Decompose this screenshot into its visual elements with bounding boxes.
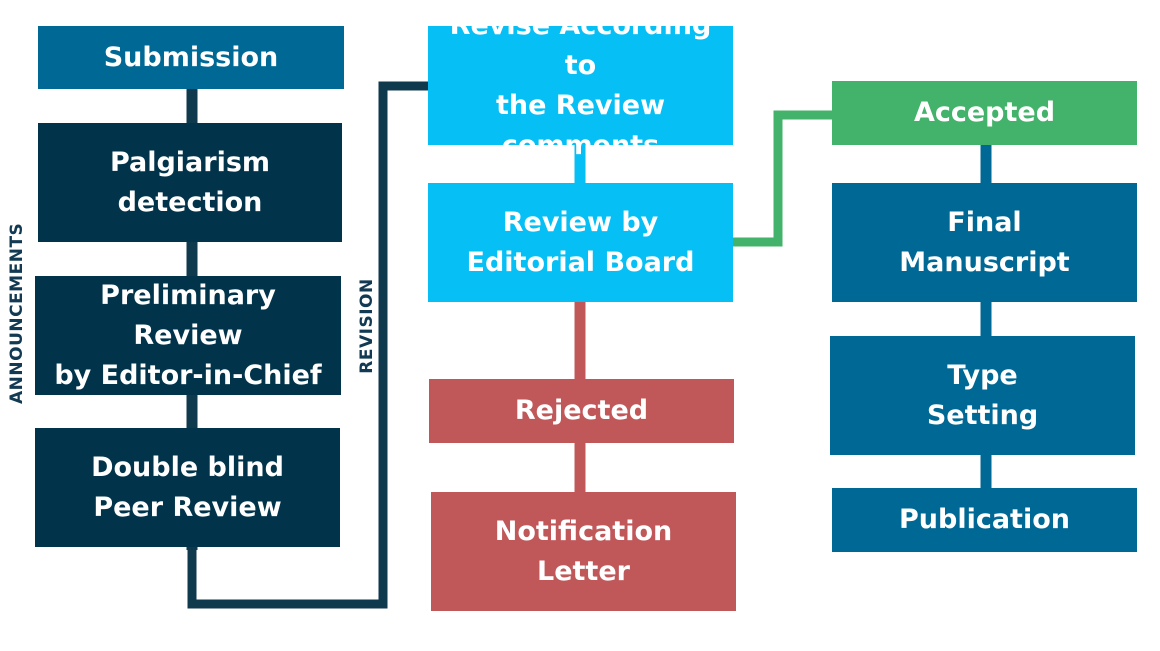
- connector-revision-loop: [187, 81, 430, 609]
- revision-label: REVISION: [357, 278, 377, 374]
- publication-box: Publication: [832, 488, 1137, 552]
- announcements-label: ANNOUNCEMENTS: [7, 222, 27, 404]
- revise-according-box: Revise According to the Review comments: [428, 10, 733, 161]
- preliminary-review-box: Preliminary Review by Editor-in-Chief: [35, 276, 341, 395]
- review-by-editorial-board-box: Review by Editorial Board: [428, 183, 733, 302]
- double-blind-peer-review-box: Double blind Peer Review: [35, 428, 340, 547]
- submission-box: Submission: [38, 26, 344, 89]
- final-manuscript-box: Final Manuscript: [832, 183, 1137, 302]
- type-setting-box: Type Setting: [830, 336, 1135, 455]
- plagiarism-detection-box: Palgiarism detection: [38, 123, 342, 242]
- notification-letter-box: Notification Letter: [431, 492, 736, 611]
- accepted-box: Accepted: [832, 81, 1137, 145]
- connector-accepted: [733, 110, 835, 247]
- rejected-box: Rejected: [429, 379, 734, 443]
